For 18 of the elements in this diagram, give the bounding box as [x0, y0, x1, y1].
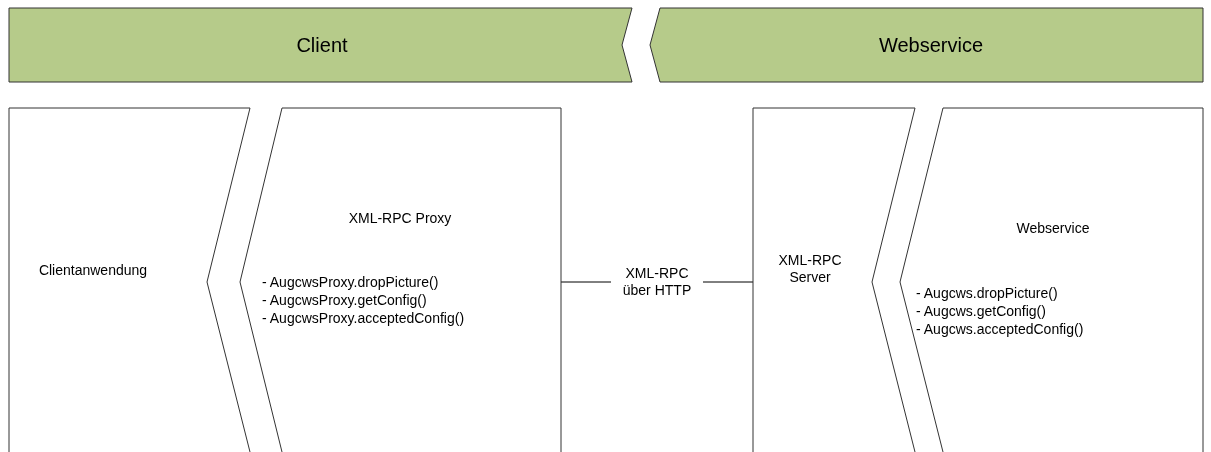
component-panel: [240, 108, 561, 452]
component-panel: [753, 108, 915, 452]
header-band: [650, 8, 1203, 82]
node-label: Clientanwendung: [38, 262, 148, 279]
node-label: XML-RPC Server: [777, 252, 843, 286]
node-label: Webservice: [1016, 220, 1090, 237]
node-label: XML-RPC Proxy: [348, 210, 452, 227]
method-item: - AugcwsProxy.dropPicture(): [262, 273, 440, 291]
header-band: [9, 8, 632, 82]
component-panel: [9, 108, 250, 452]
method-item: - AugcwsProxy.acceptedConfig(): [262, 309, 465, 327]
component-panel: [900, 108, 1203, 452]
node-label: Client: [296, 33, 348, 57]
method-item: - Augcws.acceptedConfig(): [916, 320, 1084, 338]
method-item: - Augcws.dropPicture(): [916, 284, 1059, 302]
method-item: - AugcwsProxy.getConfig(): [262, 291, 428, 309]
node-label: Webservice: [878, 33, 984, 57]
method-item: - Augcws.getConfig(): [916, 302, 1047, 320]
